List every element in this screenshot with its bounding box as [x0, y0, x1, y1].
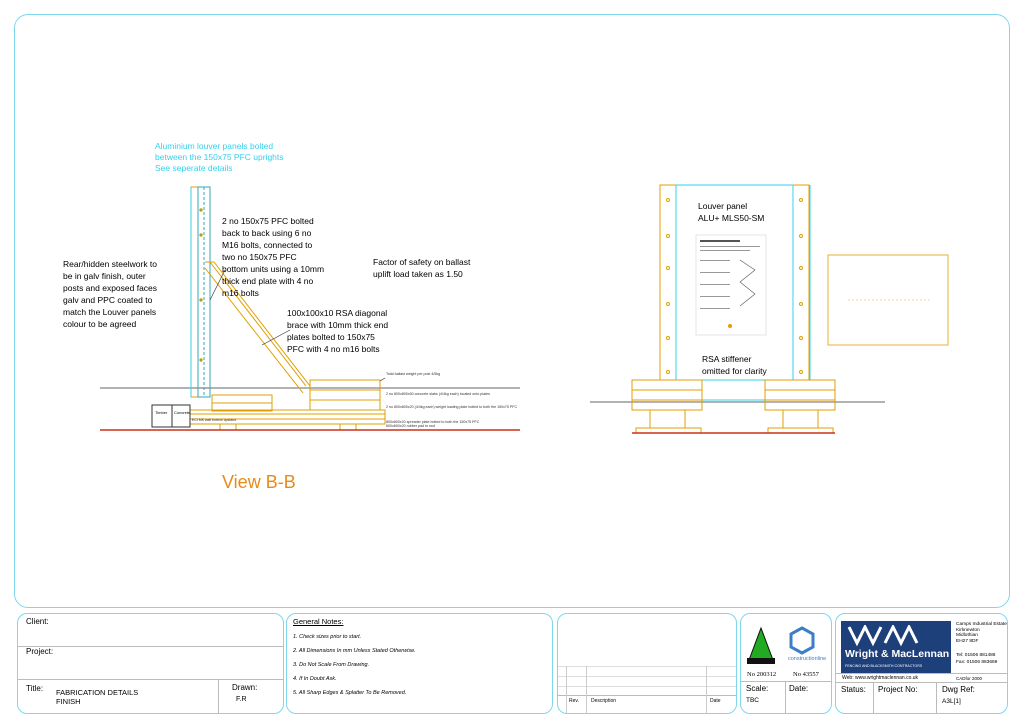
view-bb-structure: [100, 186, 520, 431]
scale-label: Scale:: [746, 684, 769, 693]
description-label: Description: [591, 698, 617, 704]
client-project-panel: Client: Project: Title: FABRICATION DETA…: [17, 613, 284, 714]
certification-panel: constructionline No 200312 No 43557 Scal…: [740, 613, 832, 714]
wm-logo-icon: [847, 625, 919, 647]
louver-datasheet-inset: [695, 234, 767, 336]
company-tagline: FENCING AND BLACKSMITH CONTRACTORS: [845, 664, 923, 668]
general-notes-panel: General Notes: 1. Check sizes prior to s…: [286, 613, 553, 714]
note-2: 2. All Dimensions In mm Unless Stated Ot…: [293, 648, 416, 654]
date-label: Date: [710, 698, 721, 704]
safety-triangle-logo-icon: [748, 626, 774, 661]
project-no-label: Project No:: [878, 685, 918, 694]
company-web: Web: www.wrightmaclennan.co.uk: [842, 675, 919, 681]
general-notes-heading: General Notes:: [293, 617, 344, 626]
company-fax: Fax: 01506 883669: [956, 660, 998, 665]
concrete-label: Concrete: [174, 410, 191, 415]
drawn-label: Drawn:: [232, 683, 258, 692]
note-4: 4. If In Doubt Ask.: [293, 676, 337, 682]
date2-label: Date:: [789, 684, 809, 693]
constructionline-logo-text: constructionline: [788, 656, 827, 662]
cert-no-2: No 43557: [793, 671, 819, 678]
scale-value: TBC: [746, 697, 759, 704]
company-name: Wright & MacLennan: [845, 648, 950, 660]
drawn-value: F.R: [236, 696, 247, 703]
status-label: Status:: [841, 685, 866, 694]
title-label: Title:: [26, 684, 44, 693]
view-label: View B-B: [222, 472, 296, 492]
rev-label: Rev.: [569, 698, 579, 704]
wall-label: ECI MK wall bottom upstand: [192, 418, 237, 422]
project-label: Project:: [26, 647, 54, 656]
louver-panel-elevation: [590, 184, 885, 434]
timber-label: Timber: [155, 410, 168, 415]
cert-no-1: No 200312: [747, 671, 777, 678]
dwg-ref-label: Dwg Ref:: [942, 685, 975, 694]
company-tel: Tel: 01506 881486: [956, 653, 996, 658]
client-label: Client:: [26, 617, 49, 626]
technical-drawing: [100, 184, 949, 434]
ballast-notes: Total ballast weight per post 4/5kg 2 no…: [386, 372, 518, 428]
note-5: 5. All Sharp Edges & Splatter To Be Remo…: [293, 690, 407, 696]
leader-lines: [209, 269, 386, 382]
cad-ref: CADfor 2000: [956, 676, 983, 681]
dwg-ref-value: A3L[1]: [942, 698, 961, 705]
note-1: 1. Check sizes prior to start.: [293, 634, 362, 640]
constructionline-hexagon-icon: [789, 626, 815, 655]
drawing-sheet-border: [14, 14, 1010, 608]
section-box: [827, 254, 949, 346]
note-3: 3. Do Not Scale From Drawing.: [293, 662, 370, 668]
company-panel: Wright & MacLennan FENCING AND BLACKSMIT…: [835, 613, 1008, 714]
company-brand-box: Wright & MacLennan FENCING AND BLACKSMIT…: [841, 621, 951, 673]
revision-panel: Rev. Description Date: [557, 613, 737, 714]
